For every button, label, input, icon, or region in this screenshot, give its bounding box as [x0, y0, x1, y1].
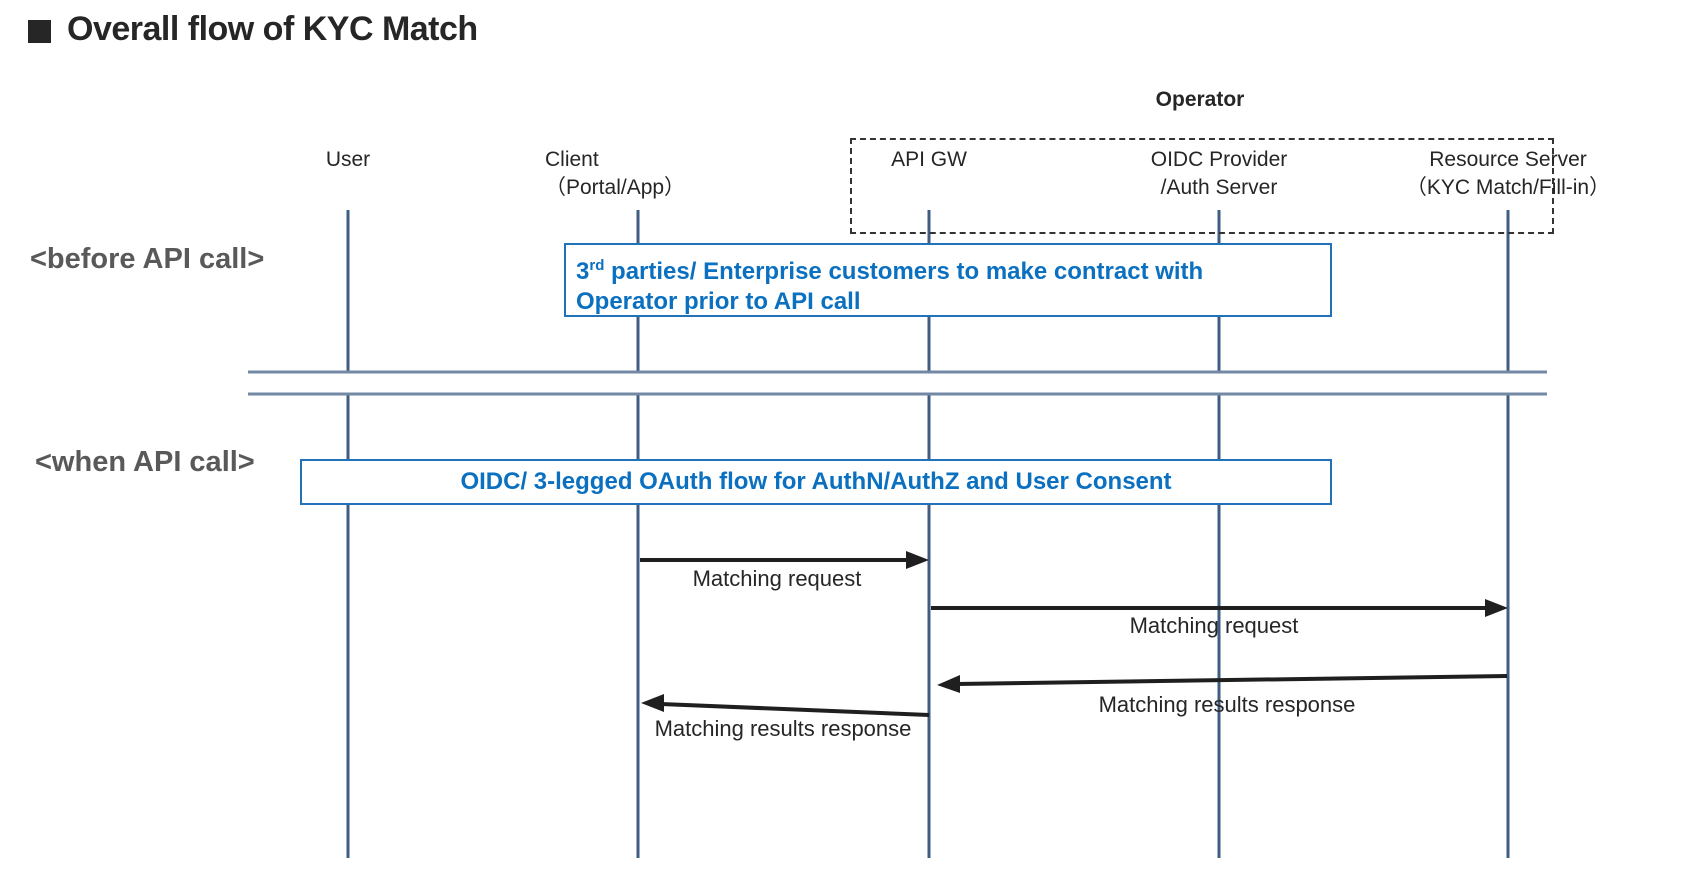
- arrowhead-right-icon: [906, 551, 929, 569]
- title-bullet-icon: [28, 20, 51, 43]
- note-contract-prefix: 3: [576, 258, 590, 285]
- message-label-matching-request-1: Matching request: [692, 566, 862, 591]
- arrow-matching-results-resource-to-apigw: [955, 674, 1508, 686]
- lane-label-client-line2: （Portal/App）: [545, 176, 686, 199]
- note-contract-box: 3rd parties/ Enterprise customers to mak…: [564, 243, 1332, 317]
- message-label-matching-request-2: Matching request: [1129, 613, 1299, 638]
- message-label-matching-results-response-2: Matching results response: [654, 716, 912, 741]
- lane-label-user: User: [325, 148, 371, 171]
- phase-label-when-api-call: <when API call>: [35, 446, 255, 478]
- page-title: Overall flow of KYC Match: [67, 10, 478, 48]
- lane-label-resource-line1: Resource Server: [1429, 148, 1587, 171]
- message-label-matching-results-response-1: Matching results response: [1098, 692, 1356, 717]
- note-oauth-box: OIDC/ 3-legged OAuth flow for AuthN/Auth…: [300, 459, 1332, 505]
- note-contract-superscript: rd: [589, 257, 605, 274]
- note-contract-rest: parties/ Enterprise customers to make co…: [604, 258, 1204, 285]
- lane-header-user: User: [198, 146, 498, 174]
- lane-label-oidc-line2: /Auth Server: [1160, 176, 1278, 199]
- note-contract-line1: 3rd parties/ Enterprise customers to mak…: [576, 251, 1320, 287]
- lane-header-oidc: OIDC Provider /Auth Server: [1069, 146, 1369, 202]
- page-title-row: Overall flow of KYC Match: [28, 10, 478, 49]
- arrow-matching-results-apigw-to-client: [660, 702, 930, 717]
- lane-label-oidc-line1: OIDC Provider: [1150, 148, 1288, 171]
- operator-group-label: Operator: [1155, 88, 1245, 111]
- lane-label-api-gw: API GW: [891, 148, 967, 171]
- lane-label-client-line1: Client: [545, 148, 599, 171]
- lane-header-api-gw: API GW: [779, 146, 1079, 174]
- note-contract-line2: Operator prior to API call: [576, 288, 861, 315]
- lane-header-resource: Resource Server （KYC Match/Fill-in）: [1358, 146, 1658, 202]
- operator-group-dashed-frame: [850, 138, 1554, 234]
- arrowhead-left-icon: [937, 675, 960, 693]
- lane-label-resource-line2: （KYC Match/Fill-in）: [1405, 176, 1611, 199]
- phase-label-before-api-call: <before API call>: [30, 243, 265, 275]
- arrowhead-left-icon: [641, 694, 664, 712]
- arrowhead-right-icon: [1485, 599, 1508, 617]
- lane-header-client: Client （Portal/App）: [545, 146, 765, 202]
